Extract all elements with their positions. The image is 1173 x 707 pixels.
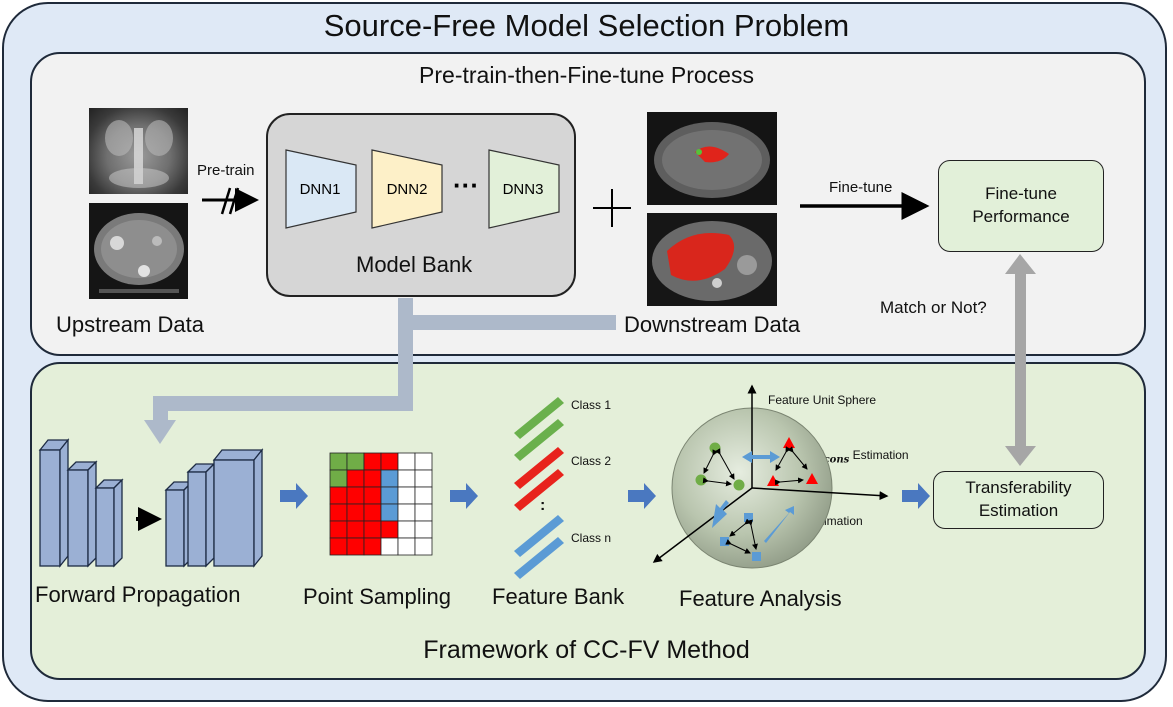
grid-cell: [397, 452, 416, 471]
forward-network: [38, 438, 264, 568]
grid-cell: [414, 537, 433, 556]
flow-arrow-1: [280, 483, 308, 509]
grid-cell: [414, 503, 433, 522]
grid-cell: [363, 469, 382, 488]
downstream-scan-1: [647, 112, 777, 205]
flow-arrows: [280, 483, 930, 509]
dnn2-label: DNN2: [387, 181, 428, 198]
upstream-scan-1: [89, 108, 188, 194]
upstream-scan-2-art: [94, 213, 184, 293]
grid-cell: [329, 537, 348, 556]
class-2-bars: [514, 447, 564, 511]
plus-icon: [593, 189, 631, 227]
grid-cell: [414, 452, 433, 471]
dnn1-label: DNN1: [300, 181, 341, 198]
main-title: Source-Free Model Selection Problem: [323, 8, 850, 43]
grid-cell: [329, 503, 348, 522]
upstream-data-label: Upstream Data: [56, 312, 204, 337]
grid-cell: [329, 469, 348, 488]
blue-cluster: [720, 513, 761, 561]
pretrain-label: Pre-train: [197, 162, 255, 179]
match-double-arrow: [1005, 254, 1036, 466]
grid-cell: [363, 503, 382, 522]
grid-cell: [329, 452, 348, 471]
grid-cell: [380, 486, 399, 505]
grid-cell: [380, 537, 399, 556]
sphere-label: Feature Unit Sphere: [768, 393, 877, 407]
step-forward-propagation: Forward Propagation: [35, 582, 241, 607]
dnn3-shape: [488, 149, 560, 229]
grid-cell: [414, 469, 433, 488]
dnn1-shape: [285, 149, 357, 229]
framework-title: Framework of CC-FV Method: [423, 636, 750, 664]
grid-cell: [414, 486, 433, 505]
grid-cell: [329, 520, 348, 539]
transferability-text: Transferability Estimation: [965, 478, 1072, 520]
finetune-performance-box: Fine-tune Performance: [938, 160, 1104, 252]
sphere-relation-arrows: [712, 451, 794, 543]
class-n-label: Class n: [571, 531, 612, 545]
grid-cell: [397, 520, 416, 539]
ccons-suffix: Estimation: [849, 448, 909, 462]
grid-cell: [380, 520, 399, 539]
grid-cell: [363, 486, 382, 505]
grid-cell: [397, 469, 416, 488]
flow-arrow-4: [902, 483, 930, 509]
grid-cell: [397, 537, 416, 556]
grid-cell: [329, 486, 348, 505]
flow-arrow-3: [628, 483, 656, 509]
grid-cell: [380, 503, 399, 522]
downstream-data-label: Downstream Data: [624, 312, 801, 337]
grid-cell: [397, 503, 416, 522]
feature-bank-bars: [514, 397, 564, 579]
finetune-performance-text: Fine-tune Performance: [972, 184, 1070, 226]
upstream-scan-1-art: [105, 120, 173, 188]
step-feature-bank: Feature Bank: [492, 584, 625, 609]
grid-cell: [346, 486, 365, 505]
grid-cell: [380, 452, 399, 471]
connector-downstream-to-forward: [144, 298, 616, 444]
feature-sphere: [652, 384, 889, 569]
grid-cell: [363, 452, 382, 471]
downstream-scan-1-art: [654, 122, 770, 198]
grid-cell: [346, 520, 365, 539]
grid-cell: [414, 520, 433, 539]
model-bank-label: Model Bank: [356, 252, 473, 277]
transferability-box: Transferability Estimation: [933, 471, 1104, 529]
step-feature-analysis: Feature Analysis: [679, 586, 842, 611]
grid-cell: [397, 486, 416, 505]
dnn3-label: DNN3: [503, 181, 544, 198]
downstream-scan-2-art: [652, 221, 772, 301]
blue-cluster-links: [725, 518, 758, 554]
grid-cell: [346, 537, 365, 556]
class-1-bars: [514, 397, 564, 461]
match-label: Match or Not?: [880, 298, 987, 317]
dnn-ellipsis: ···: [453, 170, 479, 200]
grid-cell: [346, 452, 365, 471]
grid-cell: [346, 503, 365, 522]
flow-arrow-2: [450, 483, 478, 509]
pretrain-arrow: [202, 187, 259, 215]
dnn2-shape: [371, 149, 443, 229]
grid-cell: [363, 520, 382, 539]
green-cluster-links: [702, 448, 735, 487]
grid-cell: [346, 469, 365, 488]
grid-cell: [380, 469, 399, 488]
grid-cell: [363, 537, 382, 556]
class-n-bars: [514, 515, 564, 579]
upstream-scan-2: [89, 203, 188, 299]
class-dots: :: [540, 497, 546, 514]
point-sampling-grid: [329, 452, 433, 556]
ccons-subscript: cons: [823, 454, 850, 466]
finetune-label: Fine-tune: [829, 179, 893, 196]
red-cluster-links: [774, 446, 808, 486]
downstream-scan-2: [647, 213, 777, 306]
step-point-sampling: Point Sampling: [303, 584, 451, 609]
class-2-label: Class 2: [571, 454, 612, 468]
pretrain-title: Pre-train-then-Fine-tune Process: [419, 62, 754, 88]
class-1-label: Class 1: [571, 398, 612, 412]
